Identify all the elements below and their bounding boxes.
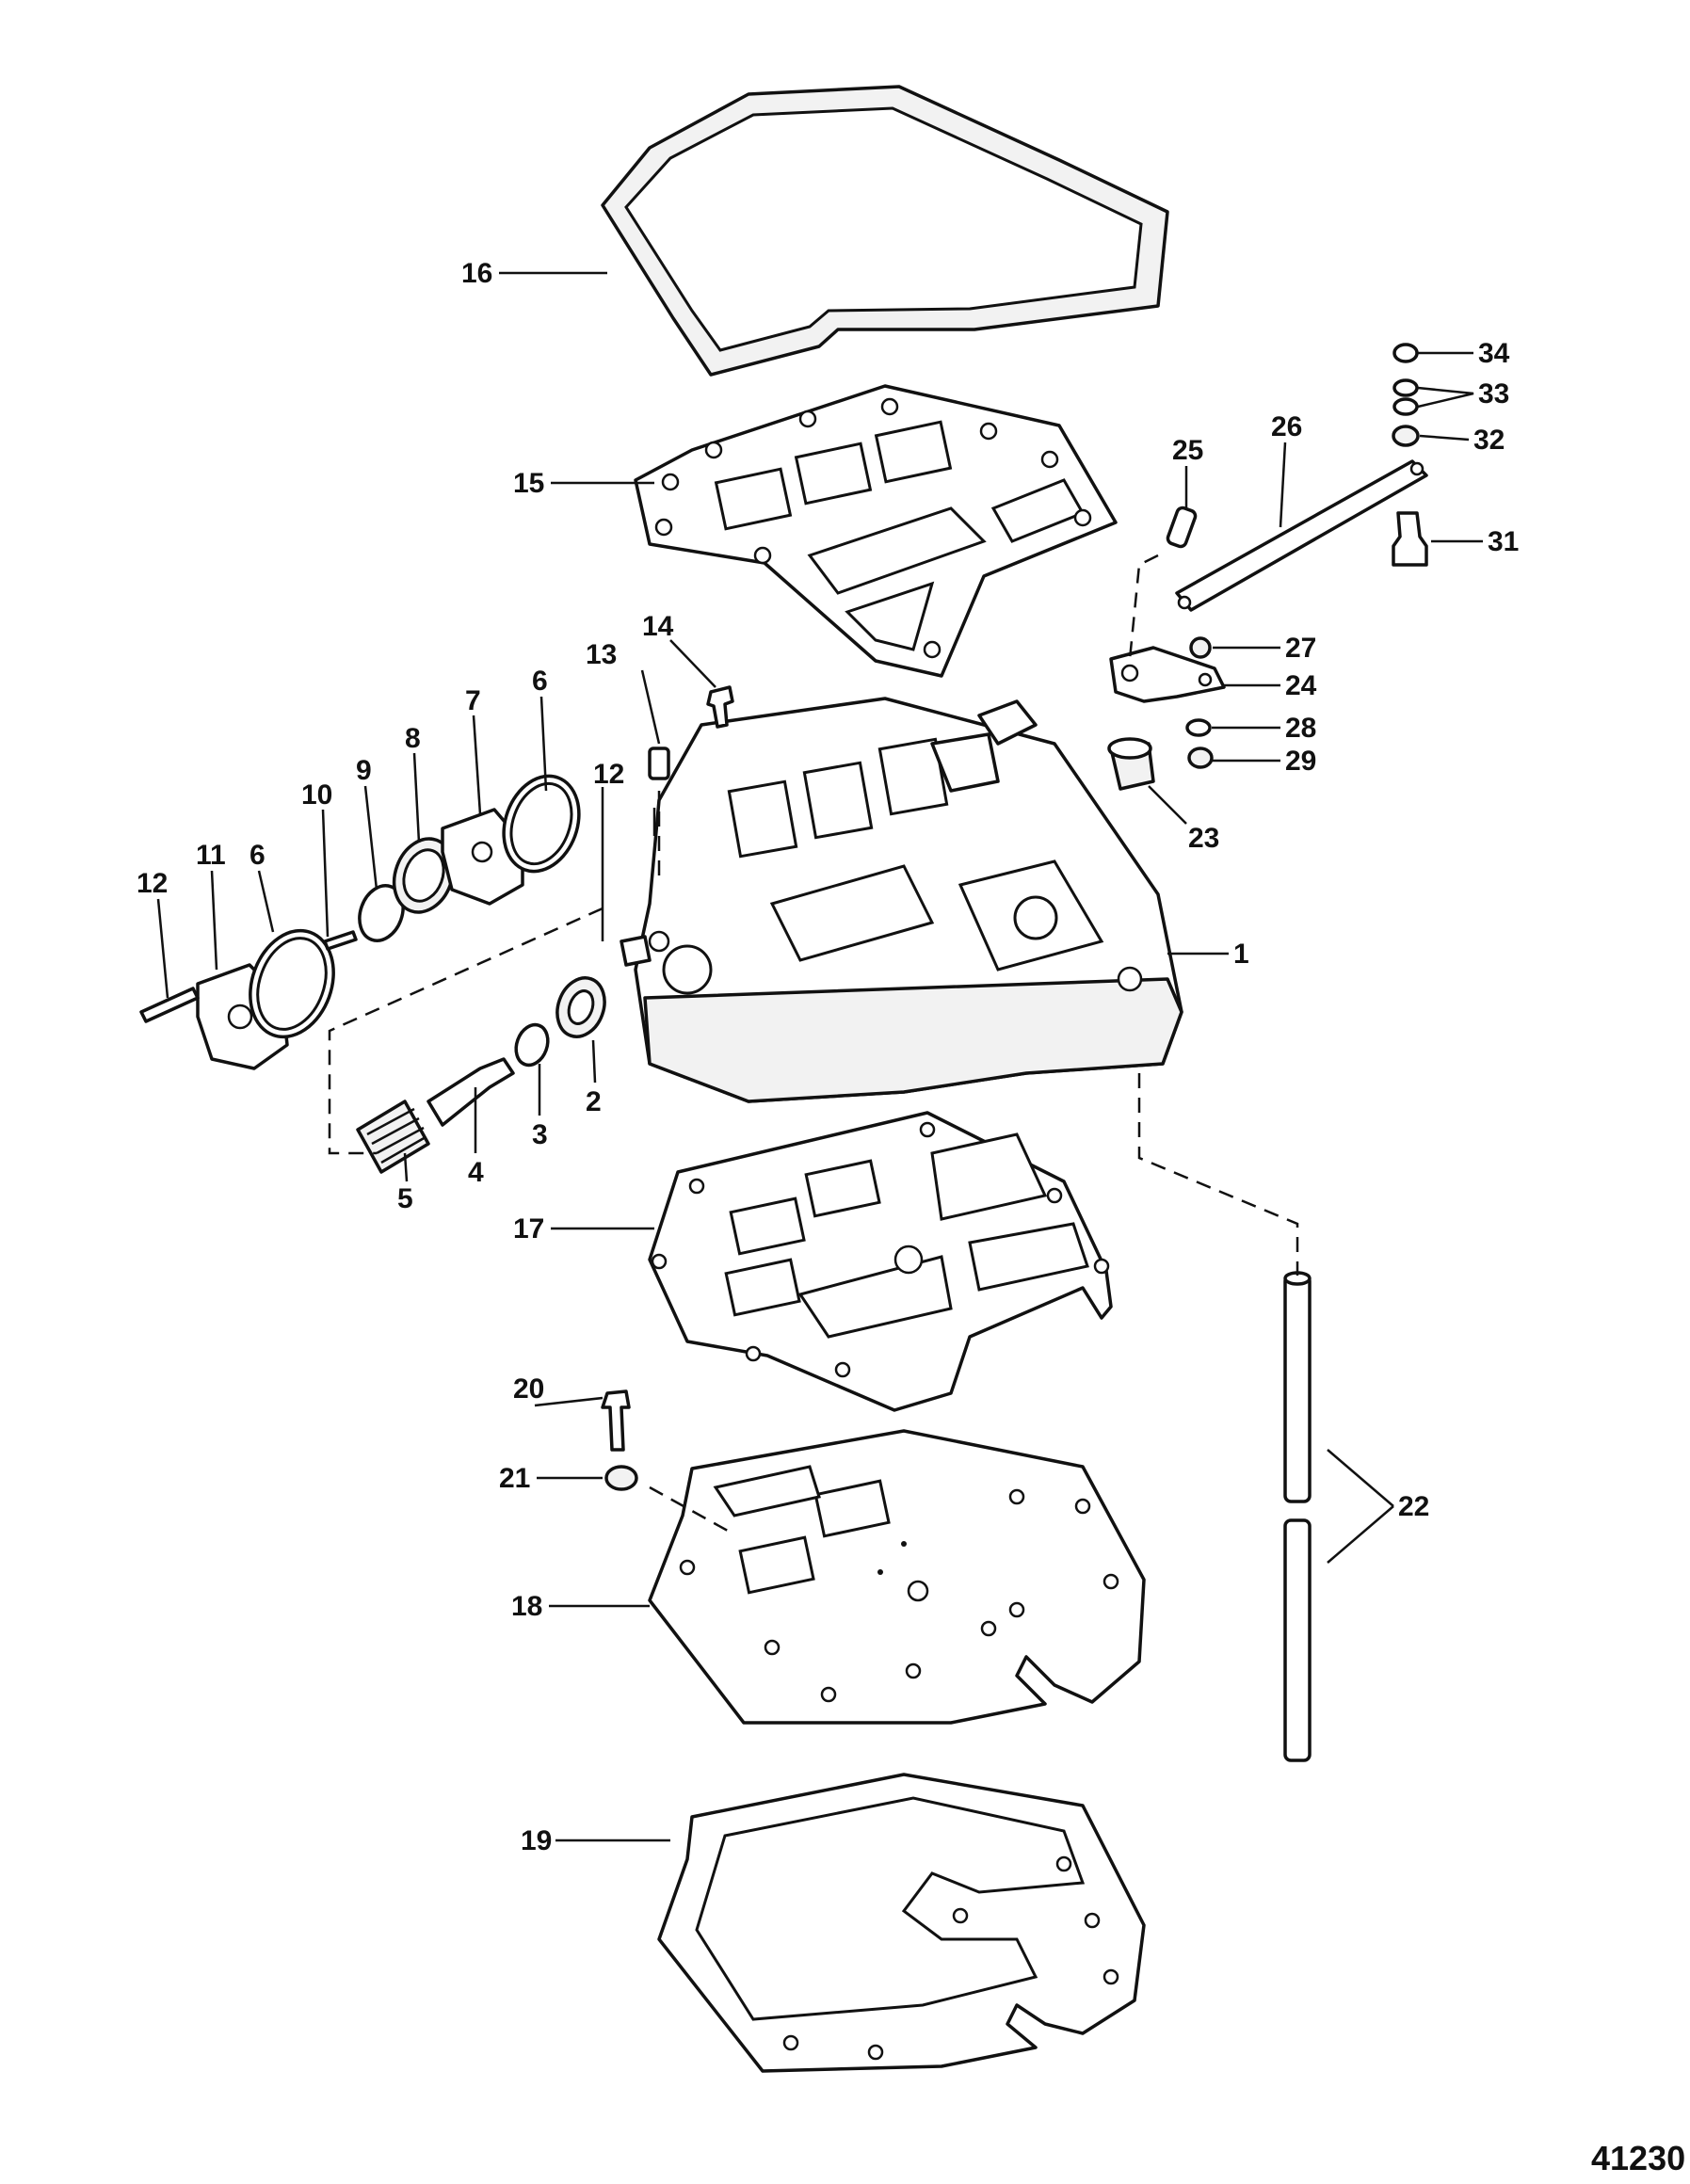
part-31-stud — [1392, 511, 1428, 567]
part-26-pin — [1166, 506, 1198, 549]
callout-9: 9 — [356, 755, 372, 786]
guide-lines — [328, 791, 1299, 1536]
part-34-cap — [1392, 343, 1419, 363]
callout-13: 12 — [593, 759, 624, 790]
callout-11: 11 — [196, 840, 226, 871]
part-22-washer — [604, 1465, 638, 1491]
leader-lines — [156, 271, 1483, 1842]
upper-small-parts — [620, 685, 734, 967]
callout-27: 26 — [1271, 411, 1302, 442]
callout-29: 28 — [1285, 713, 1316, 744]
part-17-seal-ring — [601, 85, 1169, 377]
callout-12: 12 — [137, 868, 168, 899]
part-12-screw — [139, 987, 200, 1023]
callout-14: 13 — [586, 639, 617, 670]
callout-22: 21 — [499, 1463, 530, 1494]
part-33-washer-lower — [1392, 397, 1419, 416]
fastener-parts — [601, 1389, 638, 1491]
part-15-screw — [706, 685, 734, 729]
callout-23: 22 — [1398, 1491, 1429, 1522]
part-1-body-casting — [634, 697, 1183, 1103]
part-19-plate — [648, 1429, 1146, 1725]
left-cover-assembly — [139, 774, 581, 1070]
part-32-washer — [1392, 425, 1420, 447]
callout-6-left: 6 — [249, 840, 266, 871]
part-16-upper-gasket — [634, 384, 1118, 678]
callout-1: 1 — [1233, 939, 1249, 970]
callout-15: 14 — [642, 611, 674, 642]
callout-19: 18 — [511, 1591, 542, 1622]
callout-5: 5 — [397, 1183, 413, 1214]
callout-2: 2 — [586, 1086, 602, 1117]
callout-34: 34 — [1478, 338, 1510, 369]
callout-26: 25 — [1172, 435, 1203, 466]
part-10-screw — [323, 930, 358, 951]
part-29-washer — [1185, 718, 1212, 737]
callout-31: 31 — [1488, 526, 1519, 557]
part-20-bottom-gasket — [657, 1773, 1146, 2073]
callout-21: 20 — [513, 1373, 544, 1405]
callout-8: 8 — [405, 723, 421, 754]
callout-28: 27 — [1285, 633, 1316, 664]
callout-16: 15 — [513, 468, 544, 499]
part-14-plug — [648, 747, 670, 780]
callout-33: 33 — [1478, 378, 1509, 410]
part-18-middle-gasket — [648, 1111, 1113, 1412]
part-30-nut — [1187, 747, 1214, 769]
part-5-spring — [356, 1100, 430, 1174]
callout-10: 10 — [301, 779, 332, 811]
callout-3: 3 — [532, 1119, 548, 1150]
part-3-washer — [514, 1022, 550, 1068]
part-21-bolt — [601, 1389, 631, 1452]
callout-4: 4 — [468, 1157, 484, 1188]
callout-18: 17 — [513, 1213, 544, 1245]
part-25-lever — [1109, 646, 1226, 703]
part-4-plunger — [427, 1057, 515, 1127]
callout-30: 29 — [1285, 746, 1316, 777]
part-23-shafts — [1283, 1271, 1312, 1762]
part-27-link-rod — [1175, 459, 1428, 612]
callout-24: 23 — [1188, 823, 1219, 854]
callout-32: 32 — [1473, 425, 1505, 456]
callout-labels: 16 15 14 13 12 6 7 8 9 10 6 11 12 1 2 3 … — [137, 258, 1685, 2177]
part-28-nut — [1189, 636, 1212, 659]
callout-17: 16 — [461, 258, 492, 289]
part-9-disc — [358, 884, 405, 942]
figure-number: 41230 — [1591, 2139, 1685, 2177]
callout-20: 19 — [521, 1825, 552, 1856]
callout-6-right: 6 — [532, 666, 548, 697]
part-13-fitting — [620, 935, 652, 967]
linkage-assembly — [1107, 343, 1428, 791]
part-33-washer-upper — [1392, 378, 1419, 397]
callout-7: 7 — [465, 685, 481, 716]
callout-25: 24 — [1285, 670, 1317, 701]
